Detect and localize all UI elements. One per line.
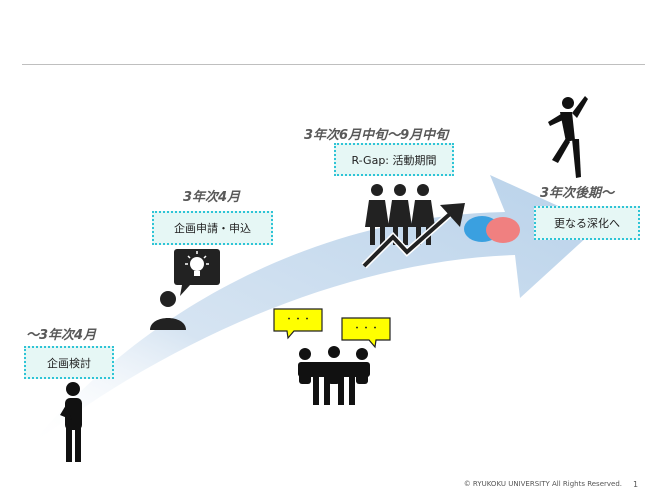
stage-period-1: 〜3年次4月	[26, 328, 97, 343]
speech-text-right: ・・・	[352, 324, 380, 334]
speech-text-left: ・・・	[284, 315, 312, 325]
stage-period-2: 3年次4月	[183, 190, 241, 205]
copyright-footer: © RYUKOKU UNIVERSITY All Rights Reserved…	[463, 480, 622, 488]
progress-arrow	[28, 175, 600, 448]
stage-period-4: 3年次後期〜	[540, 186, 615, 201]
rising-trend-icon	[361, 203, 465, 269]
stage-label-4: 更なる深化へ	[534, 206, 640, 240]
speech-bubble-right	[341, 317, 391, 349]
collaboration-circles-icon	[464, 216, 520, 243]
header-divider	[22, 64, 645, 65]
stage-label-1: 企画検討	[24, 346, 114, 379]
page-number: 1	[633, 480, 639, 489]
stage-period-3: 3年次6月中旬〜9月中旬	[304, 128, 449, 143]
jumping-person-icon	[548, 96, 588, 178]
stage-label-2: 企画申請・申込	[152, 211, 273, 245]
team-icon	[365, 184, 435, 245]
thinking-person-icon	[60, 382, 82, 462]
stage-label-3: R-Gap: 活動期間	[334, 143, 454, 176]
meeting-group-icon	[298, 346, 370, 405]
idea-person-icon	[150, 249, 220, 330]
speech-bubble-left	[273, 308, 323, 340]
